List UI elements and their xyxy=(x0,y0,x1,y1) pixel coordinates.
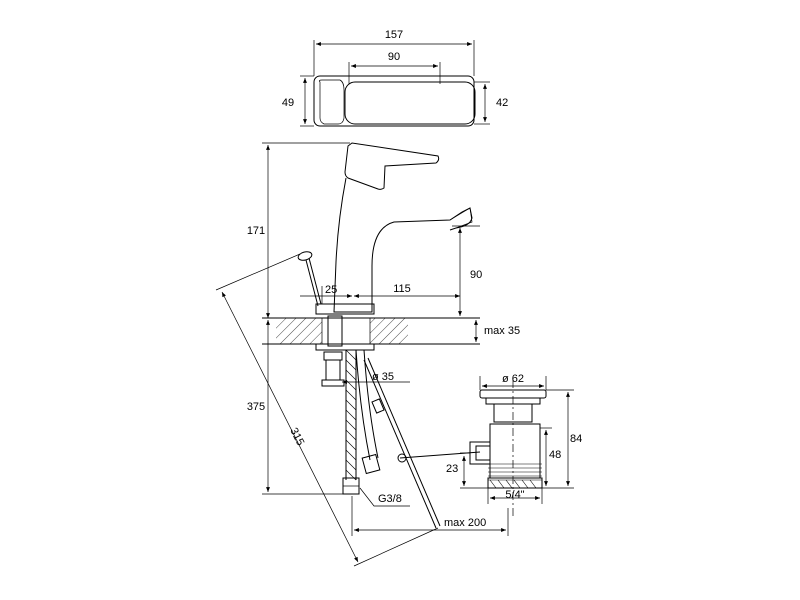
popup-rod-lower xyxy=(363,359,437,529)
pop-up-waste: ø 62 84 48 23 5/4" xyxy=(446,373,582,516)
threaded-shank xyxy=(327,315,343,347)
top-view-inner xyxy=(318,79,345,125)
dim-spout-height: 90 xyxy=(470,269,482,281)
dim-overall-height: 375 xyxy=(247,401,265,413)
dim-deck-thickness: max 35 xyxy=(484,325,520,337)
under-deck-assembly: ø 35 G3/8 375 315 max 200 xyxy=(215,253,509,567)
dim-waste-total: 84 xyxy=(570,433,582,445)
dim-waste-body: 48 xyxy=(549,449,561,461)
dim-top-depth-left: 49 xyxy=(282,97,294,109)
countertop-left xyxy=(276,318,322,344)
countertop-section: max 35 xyxy=(262,315,520,351)
dim-line-315 xyxy=(221,291,359,563)
tap-lever xyxy=(344,142,440,190)
countertop-right xyxy=(370,318,408,344)
dim-base-offset: 25 xyxy=(325,284,337,296)
dim-height-total: 171 xyxy=(247,225,265,237)
dim-spout-reach: 115 xyxy=(393,283,411,295)
popup-rod-upper xyxy=(305,259,319,307)
dim-waste-thread: 5/4" xyxy=(505,489,524,501)
dim-rod-length: 315 xyxy=(287,426,306,448)
dim-waste-offset: 23 xyxy=(446,463,458,475)
top-view: 157 90 49 42 xyxy=(282,29,508,127)
fixing-nut xyxy=(315,343,375,351)
dim-waste-diameter: ø 62 xyxy=(502,373,524,385)
waste-body xyxy=(489,423,541,479)
dim-top-depth-right: 42 xyxy=(496,97,508,109)
dim-top-lever-width: 90 xyxy=(388,51,400,63)
hose-connector-right xyxy=(361,453,381,475)
side-view-tap: 171 90 25 115 xyxy=(247,142,482,318)
top-view-lever xyxy=(344,81,476,125)
dim-hole-diameter: ø 35 xyxy=(372,371,394,383)
top-view-body xyxy=(313,75,475,127)
label-thread: G3/8 xyxy=(378,493,402,505)
dim-top-width: 157 xyxy=(385,29,403,41)
dim-rod-reach: max 200 xyxy=(444,517,486,529)
